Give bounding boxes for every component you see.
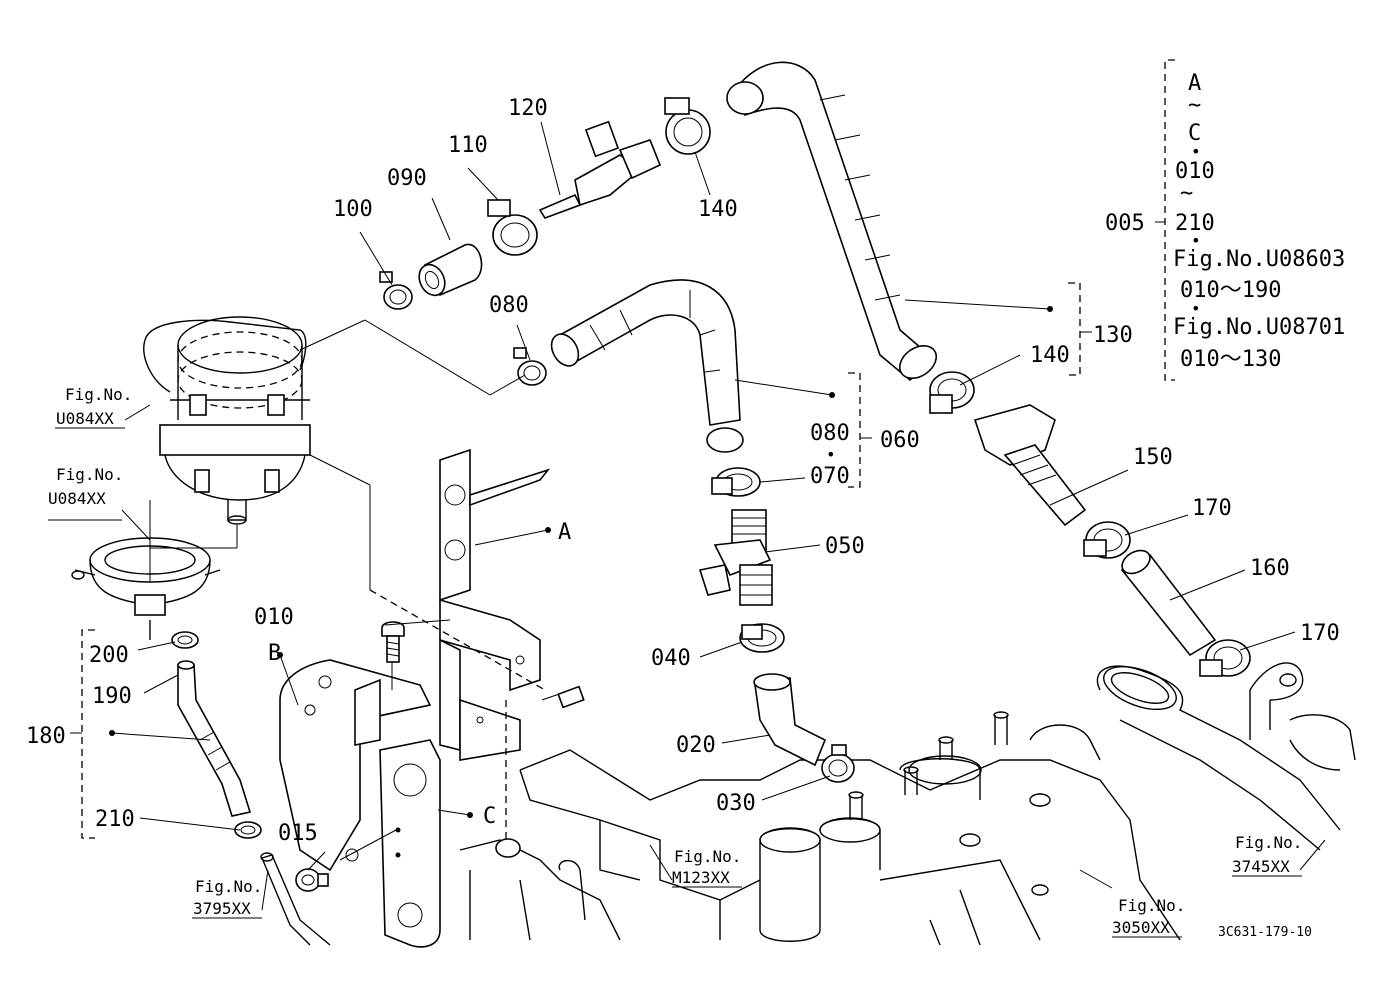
label-140-top: 140 — [698, 197, 738, 222]
kit-line-13: 010～130 — [1180, 347, 1281, 372]
bolt-015 — [295, 868, 329, 892]
label-070: 070 — [810, 464, 850, 489]
kit-line-12: Fig.No.U08701 — [1173, 315, 1345, 340]
engine-block-illustration — [459, 711, 1181, 946]
label-080-hose: 080 — [810, 421, 850, 446]
expansion-tank — [143, 316, 311, 525]
hose-130 — [726, 61, 938, 382]
leader-lines — [111, 121, 1326, 911]
clamp-030 — [821, 744, 855, 783]
kit-line-10: 010～190 — [1180, 278, 1281, 303]
letter-c: C — [483, 804, 496, 829]
label-015: 015 — [278, 821, 318, 846]
kit-line-3: C — [1188, 121, 1201, 146]
kit-line-6: ~ — [1180, 181, 1193, 206]
kit-line-11: • — [1191, 299, 1201, 318]
figref-3050-line2: 3050XX — [1112, 918, 1170, 937]
label-120: 120 — [508, 96, 548, 121]
hose-090 — [418, 243, 483, 297]
hose-190 — [177, 660, 252, 817]
label-200: 200 — [89, 643, 129, 668]
clamp-100 — [379, 271, 413, 310]
bracket-b — [279, 659, 432, 872]
figref-3745-line1: Fig.No. — [1235, 833, 1302, 852]
part-labels: 100 090 110 120 140 140 130 150 170 160 … — [26, 96, 1340, 846]
letter-a: A — [558, 520, 571, 545]
label-010: 010 — [254, 605, 294, 630]
kit-line-5: 010 — [1175, 159, 1215, 184]
figref-3795-line2: 3795XX — [193, 899, 251, 918]
fitting-150 — [973, 404, 1087, 527]
bolt-010 — [381, 621, 405, 663]
clamp-200 — [171, 631, 199, 649]
filler-neck — [71, 537, 221, 640]
label-210: 210 — [95, 807, 135, 832]
hose-020 — [753, 673, 827, 767]
clamp-210 — [234, 821, 262, 839]
label-190: 190 — [92, 684, 132, 709]
label-140-lower: 140 — [1030, 343, 1070, 368]
label-080-clamp: 080 — [489, 293, 529, 318]
label-005: 005 — [1105, 211, 1145, 236]
figref-3050-line1: Fig.No. — [1118, 896, 1185, 915]
letter-b: B — [268, 641, 281, 666]
clamp-170-upper — [1083, 521, 1131, 559]
label-040: 040 — [651, 646, 691, 671]
hose-080 — [550, 279, 744, 453]
kit-contents-list: A ~ C • 010 ~ 210 • Fig.No.U08603 010～19… — [1173, 71, 1345, 372]
kit-line-4: • — [1191, 142, 1201, 161]
figref-u084-1-line1: Fig.No. — [65, 385, 132, 404]
figref-m123-line1: Fig.No. — [674, 847, 741, 866]
nut-lower — [495, 838, 521, 858]
pipe-3795 — [260, 852, 331, 946]
coolant-outlet-pipe — [1096, 662, 1356, 851]
kit-line-9: Fig.No.U08603 — [1173, 247, 1345, 272]
clamp-140-lower — [929, 371, 975, 414]
figref-u084-2-line2: U084XX — [48, 489, 106, 508]
clamp-110 — [487, 199, 538, 256]
clamp-070 — [711, 467, 761, 497]
label-020: 020 — [676, 733, 716, 758]
clamp-080 — [513, 347, 547, 386]
label-170-lower: 170 — [1300, 621, 1340, 646]
kit-line-7: 210 — [1175, 211, 1215, 236]
leader-dots — [109, 306, 1053, 818]
bracket-c — [379, 739, 441, 948]
label-130: 130 — [1093, 323, 1133, 348]
label-160: 160 — [1250, 556, 1290, 581]
kit-line-2: ~ — [1188, 93, 1201, 118]
kit-line-8: • — [1191, 231, 1201, 250]
bolt-bracket-a — [541, 685, 585, 709]
label-090: 090 — [387, 166, 427, 191]
clamp-140-top — [664, 97, 711, 155]
clamp-170-lower — [1199, 639, 1251, 677]
sensor-120 — [538, 120, 662, 219]
label-170-upper: 170 — [1192, 496, 1232, 521]
label-100: 100 — [333, 197, 373, 222]
label-180: 180 — [26, 724, 66, 749]
fitting-050 — [698, 509, 773, 606]
hose-160 — [1120, 549, 1217, 657]
figref-m123-line2: M123XX — [672, 868, 730, 887]
figref-3795-line1: Fig.No. — [195, 877, 262, 896]
label-050: 050 — [825, 534, 865, 559]
kit-line-1: A — [1188, 71, 1201, 96]
figref-u084-2-line1: Fig.No. — [56, 465, 123, 484]
bracket-a — [439, 448, 551, 761]
figref-underlines — [48, 427, 1302, 938]
clamp-040 — [739, 623, 785, 653]
sub-dot-060: • — [826, 445, 836, 464]
drawing-code: 3C631-179-10 — [1218, 925, 1312, 940]
figref-3745-line2: 3745XX — [1232, 857, 1290, 876]
label-060: 060 — [880, 428, 920, 453]
group-brackets — [70, 59, 1175, 839]
label-110: 110 — [448, 133, 488, 158]
figure-references: Fig.No. U084XX Fig.No. U084XX Fig.No. 37… — [48, 385, 1302, 937]
label-030: 030 — [716, 791, 756, 816]
figref-u084-1-line2: U084XX — [56, 409, 114, 428]
bracket-letters: A B C — [268, 520, 571, 829]
label-150: 150 — [1133, 445, 1173, 470]
